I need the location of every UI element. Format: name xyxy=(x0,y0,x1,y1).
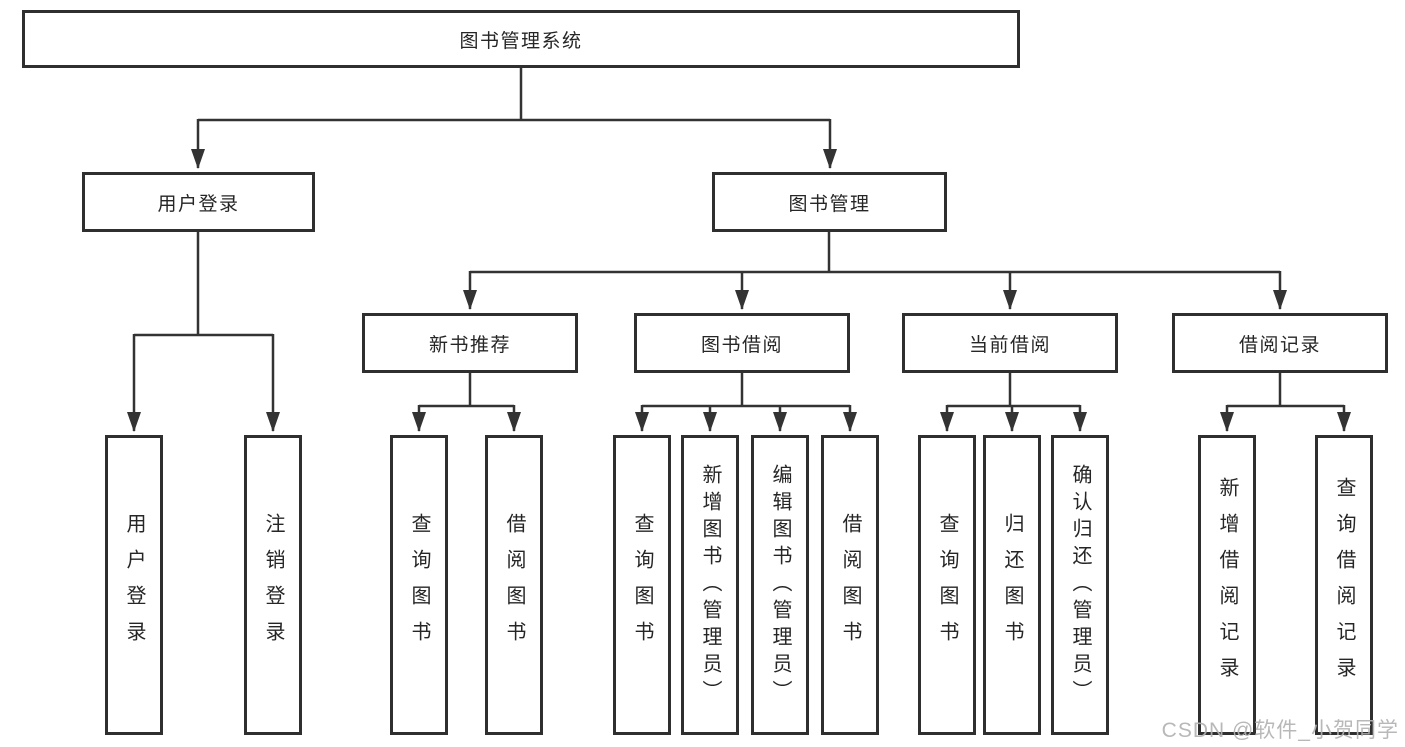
csdn-watermark: CSDN @软件_小贺同学 xyxy=(1161,719,1399,742)
node-book-management: 图书管理 xyxy=(712,172,947,232)
node-label: 用户登录 xyxy=(157,193,240,215)
node-label: 当前借阅 xyxy=(968,334,1051,356)
leaf-logout: 注销登录 xyxy=(244,435,302,735)
leaf-return-books: 归还图书 xyxy=(983,435,1041,735)
node-book-borrow: 图书借阅 xyxy=(634,313,850,373)
leaf-add-book-admin: 新增图书（管理员） xyxy=(681,435,739,735)
node-label: 用户登录 xyxy=(123,513,145,657)
leaf-query-books-current: 查询图书 xyxy=(918,435,976,735)
node-label: 新增借阅记录 xyxy=(1216,477,1238,693)
leaf-add-borrow-record: 新增借阅记录 xyxy=(1198,435,1256,735)
leaf-user-login: 用户登录 xyxy=(105,435,163,735)
node-label: 查询图书 xyxy=(936,513,958,657)
node-label: 新书推荐 xyxy=(428,334,511,356)
node-borrow-records: 借阅记录 xyxy=(1172,313,1388,373)
leaf-query-books-borrow: 查询图书 xyxy=(613,435,671,735)
node-label: 查询图书 xyxy=(408,513,430,657)
leaf-edit-book-admin: 编辑图书（管理员） xyxy=(751,435,809,735)
leaf-borrow-books: 借阅图书 xyxy=(821,435,879,735)
node-label: 注销登录 xyxy=(262,513,284,657)
node-label: 查询借阅记录 xyxy=(1333,477,1355,693)
leaf-borrow-books-recommend: 借阅图书 xyxy=(485,435,543,735)
node-label: 借阅记录 xyxy=(1238,334,1321,356)
leaf-confirm-return-admin: 确认归还（管理员） xyxy=(1051,435,1109,735)
node-user-login: 用户登录 xyxy=(82,172,315,232)
node-library-management-system: 图书管理系统 xyxy=(22,10,1020,68)
node-label: 确认归还（管理员） xyxy=(1069,463,1091,707)
node-label: 查询图书 xyxy=(631,513,653,657)
leaf-query-borrow-record: 查询借阅记录 xyxy=(1315,435,1373,735)
node-label: 新增图书（管理员） xyxy=(699,463,721,707)
leaf-query-books-recommend: 查询图书 xyxy=(390,435,448,735)
node-label: 借阅图书 xyxy=(839,513,861,657)
node-label: 图书借阅 xyxy=(700,334,783,356)
node-label: 编辑图书（管理员） xyxy=(769,463,791,707)
node-current-borrow: 当前借阅 xyxy=(902,313,1118,373)
node-label: 图书管理系统 xyxy=(459,30,583,52)
node-label: 图书管理 xyxy=(788,193,871,215)
node-new-book-recommend: 新书推荐 xyxy=(362,313,578,373)
node-label: 借阅图书 xyxy=(503,513,525,657)
node-label: 归还图书 xyxy=(1001,513,1023,657)
